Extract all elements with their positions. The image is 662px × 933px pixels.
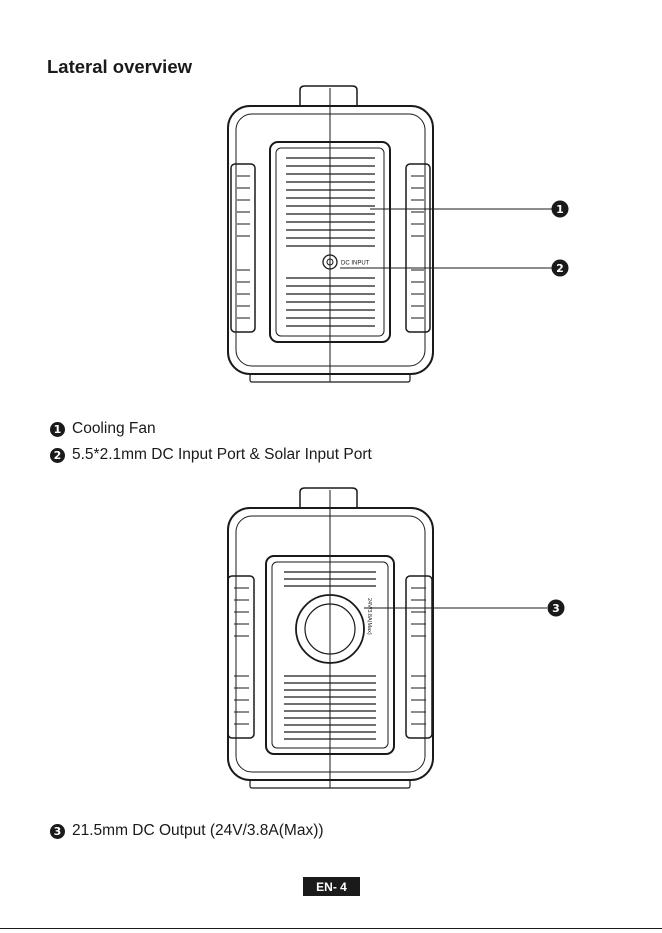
dc-input-label: DC INPUT	[341, 261, 370, 267]
right-side-grip	[406, 164, 430, 332]
bottom-divider	[0, 928, 662, 929]
lateral-view-fan-diagram: DC INPUT 1 2	[0, 84, 662, 384]
caption-text: 5.5*2.1mm DC Input Port & Solar Input Po…	[72, 446, 372, 464]
caption-text: Cooling Fan	[72, 420, 156, 438]
right-side-grip	[406, 576, 432, 738]
page-title: Lateral overview	[47, 56, 192, 78]
top-handle	[300, 488, 357, 508]
caption-dc-input: 2 5.5*2.1mm DC Input Port & Solar Input …	[50, 446, 372, 464]
callout-number-3: 3	[552, 602, 560, 615]
dc-output-label: 24V/3.8A(Max)	[366, 598, 372, 635]
caption-number: 1	[50, 422, 65, 437]
caption-number: 3	[50, 824, 65, 839]
left-side-grip	[231, 164, 255, 332]
page-number-badge: EN- 4	[303, 877, 360, 896]
top-handle	[300, 86, 357, 106]
caption-text: 21.5mm DC Output (24V/3.8A(Max))	[72, 822, 324, 840]
left-side-grip	[228, 576, 254, 738]
callout-number-1: 1	[556, 203, 564, 216]
caption-cooling-fan: 1 Cooling Fan	[50, 420, 156, 438]
callout-number-2: 2	[556, 262, 564, 275]
lateral-view-output-diagram: 24V/3.8A(Max) 3	[0, 486, 662, 786]
caption-dc-output: 3 21.5mm DC Output (24V/3.8A(Max))	[50, 822, 324, 840]
caption-number: 2	[50, 448, 65, 463]
